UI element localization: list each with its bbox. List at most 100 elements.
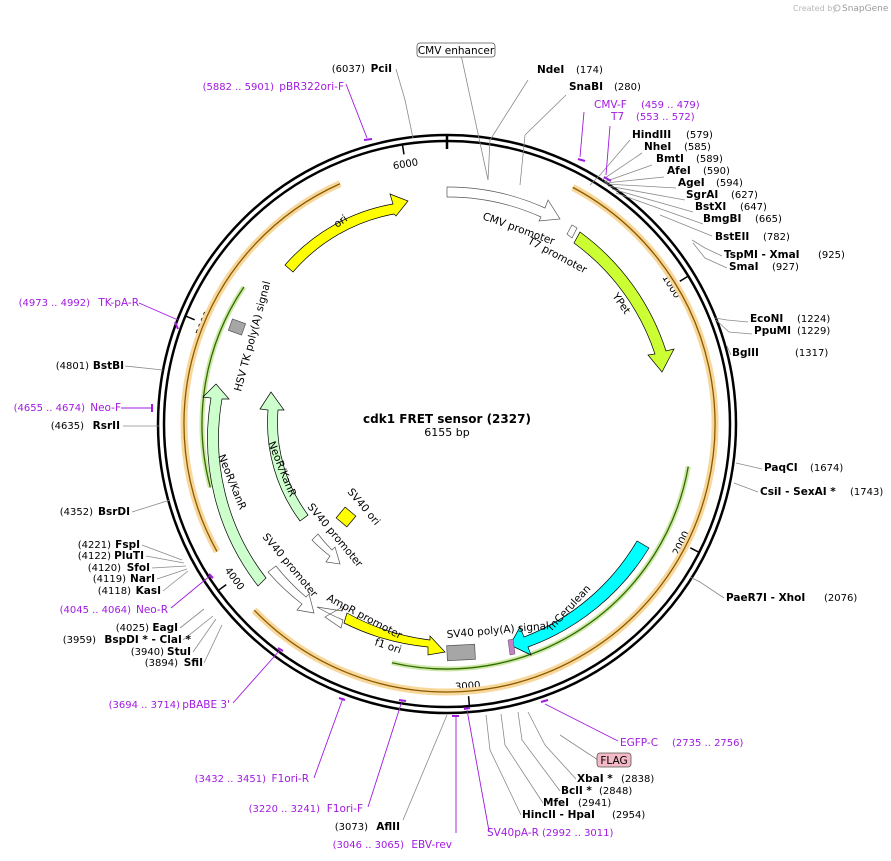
site-name: AfeI [667, 165, 691, 177]
site-name: EcoNI [750, 313, 783, 325]
primer-name: SV40pA-R [487, 827, 539, 839]
site-name: NdeI [537, 64, 564, 76]
tick-label: 4000 [222, 566, 246, 593]
site-name: BclI * [561, 785, 592, 797]
sites-right: NdeI(174) SnaBI(280) HindIII(579) NheI(5… [522, 64, 883, 821]
site-name: BglII [732, 347, 759, 359]
cmv-enhancer-label: CMV enhancer [418, 45, 495, 57]
primer-range: (459 .. 479) [641, 100, 700, 111]
site-name: HindIII [632, 129, 671, 141]
site-pos: (2848) [599, 786, 632, 797]
primer-name: EGFP-C [620, 737, 658, 749]
site-pos: (3959) [63, 635, 96, 646]
site-pos: (4119) [93, 574, 126, 585]
primer-range: (4045 .. 4064) [60, 605, 132, 616]
site-name: SfoI [127, 562, 150, 574]
orf-arcs [180, 180, 719, 696]
watermark-created-by: Created by [793, 4, 837, 13]
primer-range: (2992 .. 3011) [542, 828, 614, 839]
site-name: BspDI * - ClaI * [104, 634, 191, 646]
cmv-enhancer-box: CMV enhancer [416, 42, 496, 58]
site-name: StuI [167, 646, 191, 658]
tick-mark [186, 315, 195, 321]
orf-arc-right-halo [251, 184, 719, 696]
site-name: EagI [152, 622, 178, 634]
site-pos: (1317) [795, 348, 828, 359]
site-name: KasI [136, 585, 161, 597]
site-name: SgrAI [686, 189, 718, 201]
primer-range: (4973 .. 4992) [19, 298, 91, 309]
site-pos: (1743) [850, 487, 883, 498]
site-pos: (4025) [116, 623, 149, 634]
site-pos: (3894) [145, 658, 178, 669]
site-pos: (585) [684, 142, 711, 153]
tick-mark [679, 275, 688, 282]
site-name: BmtI [656, 153, 684, 165]
site-pos: (1229) [797, 326, 830, 337]
site-pos: (1674) [810, 463, 843, 474]
site-pos: (4118) [98, 586, 131, 597]
site-name: NheI [644, 141, 671, 153]
primer-name: TK-pA-R [97, 297, 139, 309]
primer-range: (3694 .. 3714) [109, 700, 181, 711]
site-name: NarI [130, 573, 155, 585]
site-pos: (665) [755, 214, 782, 225]
tick-mark [401, 145, 405, 155]
site-name: BsrDI [98, 506, 130, 518]
primer-name: Neo-R [136, 604, 168, 616]
site-pos: (6037) [332, 64, 365, 75]
plasmid-name: cdk1 FRET sensor (2327) [363, 412, 531, 426]
site-pos: (594) [716, 178, 743, 189]
primer-range: (4655 .. 4674) [14, 403, 86, 414]
primer-name: F1ori-R [272, 773, 309, 785]
watermark-brand: SnapGene [842, 4, 889, 14]
site-name: PpuMI [754, 325, 791, 337]
primer-name: F1ori-F [327, 803, 363, 815]
site-pos: (2838) [621, 774, 654, 785]
site-pos: (647) [740, 202, 767, 213]
site-pos: (2954) [612, 810, 645, 821]
site-name: AflII [376, 821, 400, 833]
site-pos: (782) [763, 232, 790, 243]
orf-arc-left [183, 183, 341, 552]
primer-range: (3046 .. 3065) [333, 840, 405, 851]
site-name: XbaI * [577, 773, 613, 785]
flag-label: FLAG [600, 755, 627, 767]
primer-range: (3220 .. 3241) [249, 804, 321, 815]
site-name: SmaI [729, 261, 759, 273]
site-name: CsiI - SexAI * [760, 486, 836, 498]
primer-range: (5882 .. 5901) [203, 82, 275, 93]
primer-name: EBV-rev [411, 839, 452, 851]
site-pos: (4352) [60, 507, 93, 518]
site-pos: (589) [696, 154, 723, 165]
site-pos: (3073) [335, 822, 368, 833]
primer-range: (2735 .. 2756) [672, 738, 744, 749]
site-pos: (925) [818, 250, 845, 261]
site-name: PaeR7I - XhoI [726, 592, 805, 604]
site-name: HincII - HpaI [522, 809, 595, 821]
site-name: BmgBI [703, 213, 741, 225]
primer-labels: CMV-F (459 .. 479) T7 (553 .. 572) (5882 .… [14, 81, 744, 851]
site-pos: (2941) [578, 798, 611, 809]
site-pos: (627) [731, 190, 758, 201]
tick-mark [218, 584, 227, 591]
site-pos: (927) [772, 262, 799, 273]
primer-markers [151, 138, 612, 717]
flag-box: FLAG [596, 752, 632, 768]
tick-mark [689, 547, 699, 553]
site-name: AgeI [678, 177, 705, 189]
sites-left: (6037)PciI (4801)BstBI (4635)RsrII (4352… [51, 63, 400, 833]
site-name: PluTI [114, 550, 144, 562]
site-name: BstXI [695, 201, 726, 213]
site-pos: (579) [686, 130, 713, 141]
tick-label: 6000 [392, 157, 419, 172]
site-pos: (4122) [78, 551, 111, 562]
site-pos: (1224) [797, 314, 830, 325]
site-name: SfiI [184, 657, 203, 669]
primer-name: CMV-F [594, 99, 627, 111]
primer-range: (553 .. 572) [636, 112, 695, 123]
site-pos: (174) [576, 65, 603, 76]
primer-name: T7 [610, 111, 624, 123]
site-pos: (4120) [88, 563, 121, 574]
